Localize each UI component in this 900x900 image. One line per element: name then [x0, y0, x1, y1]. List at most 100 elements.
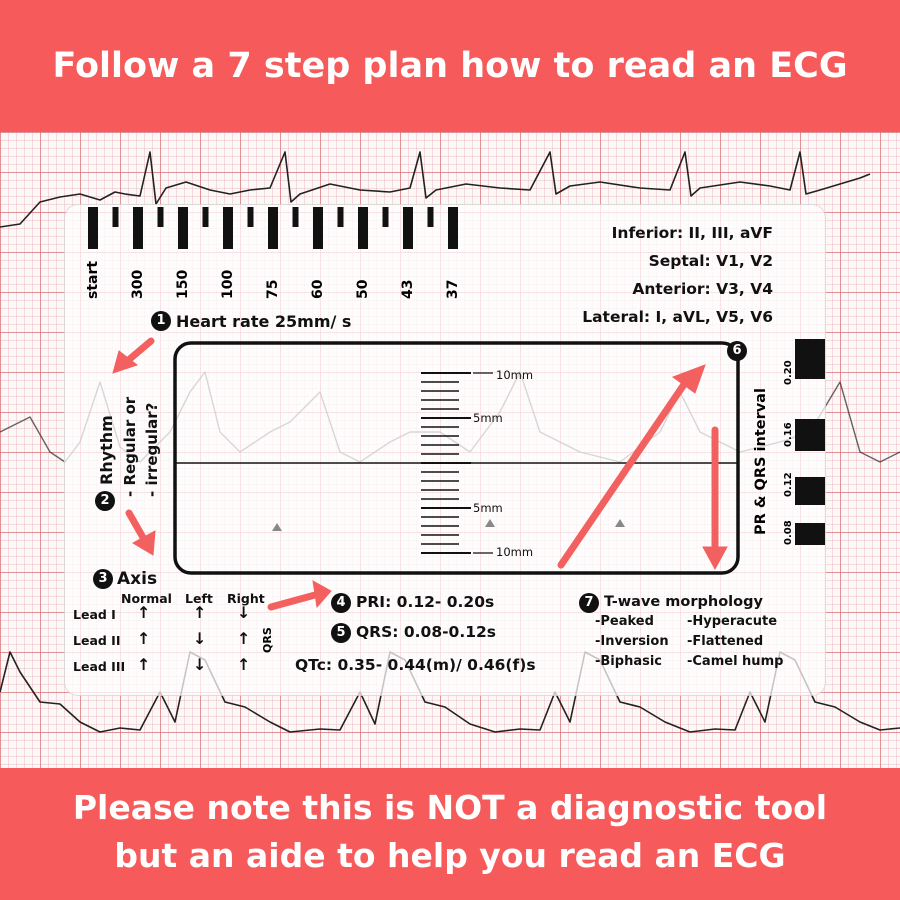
rate-label-37: 37: [445, 279, 461, 299]
qtc-label: QTc: 0.35- 0.44(m)/ 0.46(f)s: [295, 656, 536, 674]
rate-bar-major: [313, 207, 323, 249]
rate-label-150: 150: [175, 269, 191, 299]
rate-label-43: 43: [400, 279, 416, 299]
lateral-leads: Lateral: I, aVL, V5, V6: [582, 308, 773, 326]
rate-bar-major: [403, 207, 413, 249]
axis-row-lead-ii: Lead II: [73, 633, 121, 648]
step-6-badge: 6: [727, 341, 747, 361]
rate-bar-minor: [112, 207, 119, 227]
axis-lead-iii-right: ↑: [237, 655, 251, 674]
red-arrows: [112, 337, 728, 611]
rhythm-irregular: - irregular?: [143, 402, 161, 497]
step-4-label: PRI: 0.12- 0.20s: [356, 593, 495, 611]
rate-bar-minor: [292, 207, 299, 227]
ecg-trace-top: [0, 151, 871, 228]
axis-lead-i-left: ↑: [193, 603, 207, 622]
rate-label-60: 60: [310, 279, 326, 299]
marker-triangle: [615, 519, 625, 527]
anterior-leads: Anterior: V3, V4: [632, 280, 773, 298]
rate-bar-minor: [247, 207, 254, 227]
step-5-label: QRS: 0.08-0.12s: [356, 623, 497, 641]
mm-ruler: [421, 372, 493, 554]
axis-lead-i-right: ↓: [237, 603, 251, 622]
interval-block: [795, 419, 825, 451]
disclaimer-line-1: Please note this is NOT a diagnostic too…: [72, 788, 828, 827]
interval-scale-title: PR & QRS interval: [753, 388, 769, 535]
interval-block: [795, 339, 825, 379]
rate-label-start: start: [85, 260, 101, 299]
axis-col-left: Left: [185, 591, 213, 606]
rate-bar-major: [268, 207, 278, 249]
step-7-label: T-wave morphology: [604, 594, 763, 610]
rate-bar-minor: [157, 207, 164, 227]
rate-label-300: 300: [130, 269, 146, 299]
measurement-window: [173, 341, 740, 575]
axis-lead-i-normal: ↑: [137, 603, 151, 622]
interval-tick-020: 0.20: [783, 360, 794, 385]
step-4-badge: 4: [331, 593, 351, 613]
rate-bar-minor: [427, 207, 434, 227]
axis-col-normal: Normal: [121, 591, 172, 606]
rate-bar-major: [448, 207, 458, 249]
step-1-label: Heart rate 25mm/ s: [176, 312, 352, 331]
t-wave-peaked: -Peaked: [595, 614, 654, 629]
rhythm-title: Rhythm: [97, 415, 116, 485]
inferior-leads: Inferior: II, III, aVF: [611, 224, 773, 242]
rate-bar-major: [358, 207, 368, 249]
interval-tick-016: 0.16: [783, 422, 794, 447]
card-graphics: [88, 207, 825, 611]
axis-lead-ii-left: ↓: [193, 629, 207, 648]
top-banner: Follow a 7 step plan how to read an ECG: [0, 0, 900, 132]
page-title: Follow a 7 step plan how to read an ECG: [52, 46, 848, 86]
axis-col-right: Right: [227, 591, 265, 606]
rate-label-100: 100: [220, 269, 236, 299]
step-3-label: Axis: [117, 569, 158, 589]
step-3-badge: 3: [93, 569, 113, 589]
step-2-badge: 2: [95, 491, 115, 511]
interval-block: [795, 477, 825, 505]
rate-label-75: 75: [265, 279, 281, 299]
rate-bar-major: [178, 207, 188, 249]
step-5-badge: 5: [331, 623, 351, 643]
t-wave-flattened: -Flattened: [687, 634, 764, 649]
t-wave-hyperacute: -Hyperacute: [687, 614, 778, 629]
rhythm-regular: - Regular or: [121, 396, 139, 497]
t-wave-inversion: -Inversion: [595, 634, 669, 649]
ruler-label-5mm-lower: 5mm: [473, 501, 503, 515]
septal-leads: Septal: V1, V2: [648, 252, 773, 270]
rate-label-50: 50: [355, 279, 371, 299]
qrs-side-label: QRS: [261, 627, 274, 653]
rate-bar-minor: [202, 207, 209, 227]
marker-triangle: [485, 519, 495, 527]
ruler-label-10mm-top: 10mm: [496, 368, 534, 382]
axis-lead-iii-left: ↓: [193, 655, 207, 674]
axis-row-lead-i: Lead I: [73, 607, 116, 622]
lead-territories: Inferior: II, III, aVF Septal: V1, V2 An…: [582, 219, 773, 331]
axis-lead-ii-normal: ↑: [137, 629, 151, 648]
bottom-banner: Please note this is NOT a diagnostic too…: [0, 768, 900, 900]
rate-bar-minor: [382, 207, 389, 227]
interval-tick-008: 0.08: [783, 520, 794, 545]
axis-lead-iii-normal: ↑: [137, 655, 151, 674]
step-1-badge: 1: [151, 311, 171, 331]
t-wave-camel-hump: -Camel hump: [687, 654, 784, 669]
rate-scale-bars: [88, 207, 458, 249]
rate-bar-major: [88, 207, 98, 249]
rate-bar-major: [223, 207, 233, 249]
marker-triangle: [272, 523, 282, 531]
ecg-trace-bottom: [0, 651, 900, 733]
ruler-label-10mm-bottom: 10mm: [496, 545, 534, 559]
rate-bar-major: [133, 207, 143, 249]
axis-lead-ii-right: ↑: [237, 629, 251, 648]
disclaimer-line-2: but an aide to help you read an ECG: [114, 836, 786, 875]
ruler-label-5mm-upper: 5mm: [473, 411, 503, 425]
interval-block: [795, 523, 825, 545]
t-wave-biphasic: -Biphasic: [595, 654, 662, 669]
interval-scale-bars: [795, 339, 825, 545]
rate-bar-minor: [337, 207, 344, 227]
interval-tick-012: 0.12: [783, 472, 794, 497]
step-7-badge: 7: [579, 593, 599, 613]
axis-row-lead-iii: Lead III: [73, 659, 126, 674]
